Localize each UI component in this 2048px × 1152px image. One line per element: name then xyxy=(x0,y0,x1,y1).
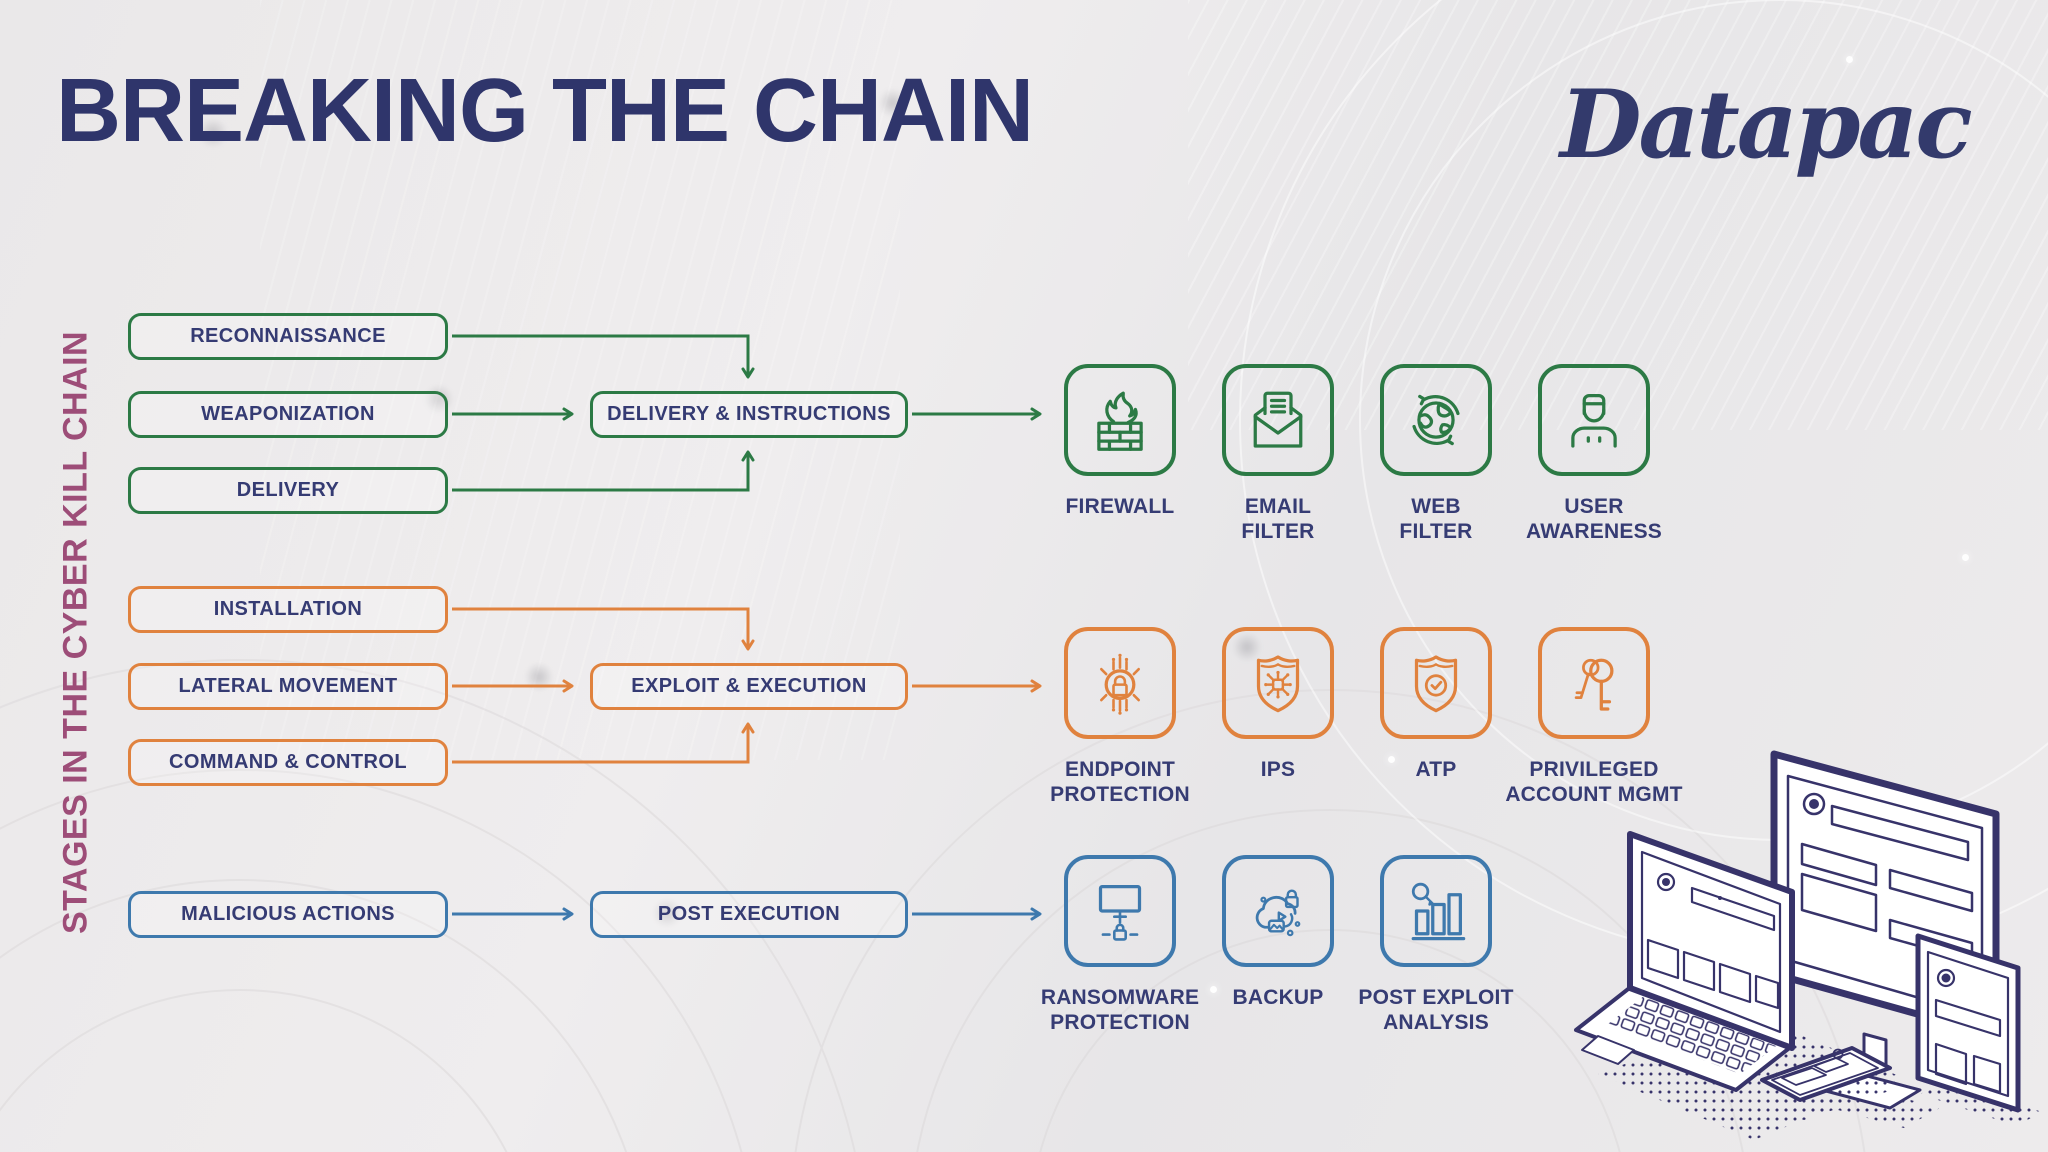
solution-tile-backup xyxy=(1222,855,1334,967)
sparkle-dot xyxy=(1388,756,1395,763)
tablet-shadow xyxy=(1920,1080,2042,1126)
user-awareness-icon xyxy=(1571,394,1617,448)
kill-chain-axis-label: STAGES IN THE CYBER KILL CHAIN xyxy=(56,330,95,934)
phone-icon xyxy=(1760,1046,1892,1102)
endpoint-protection-icon xyxy=(1100,653,1140,715)
stage-label: COMMAND & CONTROL xyxy=(169,751,407,773)
solution-tile-web-filter xyxy=(1380,364,1492,476)
monitor-shadow xyxy=(1794,1078,1940,1128)
stage-label: LATERAL MOVEMENT xyxy=(178,675,398,697)
datapac-logo: Datapac xyxy=(1560,70,1973,180)
solution-label-backup: BACKUP xyxy=(1232,986,1324,1009)
page-title: BREAKING THE CHAIN xyxy=(56,61,1034,161)
solution-tile-privileged-account-mgmt xyxy=(1538,627,1650,739)
solution-tile-email-filter xyxy=(1222,364,1334,476)
monitor-icon xyxy=(1770,750,2000,1040)
connector-arrow xyxy=(452,334,755,379)
stage-box-reconnaissance: RECONNAISSANCE xyxy=(128,313,448,360)
soft-dot xyxy=(524,662,554,692)
stage-label: DELIVERY xyxy=(236,479,340,501)
stage-box-lateral-movement: LATERAL MOVEMENT xyxy=(128,663,448,710)
stage-label: RECONNAISSANCE xyxy=(190,325,386,347)
laptop-icon xyxy=(1574,984,1794,1092)
hub-box-post-execution: POST EXECUTION xyxy=(590,891,908,938)
firewall-icon xyxy=(1097,391,1143,451)
sparkle-dot xyxy=(1210,986,1217,993)
soft-dot xyxy=(652,898,682,928)
email-filter-icon xyxy=(1253,391,1303,448)
solution-label-ips: IPS xyxy=(1260,758,1296,781)
solution-tile-endpoint-protection xyxy=(1064,627,1176,739)
soft-dot xyxy=(878,88,908,118)
laptop-shadow xyxy=(1598,1016,1904,1140)
solution-tile-user-awareness xyxy=(1538,364,1650,476)
connector-arrow xyxy=(452,722,755,764)
stage-label: WEAPONIZATION xyxy=(201,403,375,425)
stage-label: MALICIOUS ACTIONS xyxy=(181,903,395,925)
hub-label: EXPLOIT & EXECUTION xyxy=(631,675,867,697)
post-exploit-analysis-icon xyxy=(1411,882,1466,941)
sparkle-dot xyxy=(1846,56,1853,63)
phone-shadow xyxy=(1766,1070,1898,1120)
solution-tile-atp xyxy=(1380,627,1492,739)
soft-dot xyxy=(198,118,228,148)
connector-arrow xyxy=(452,607,755,651)
stage-box-malicious-actions: MALICIOUS ACTIONS xyxy=(128,891,448,938)
solution-tile-post-exploit-analysis xyxy=(1380,855,1492,967)
hub-label: POST EXECUTION xyxy=(657,903,841,925)
stage-label: INSTALLATION xyxy=(213,598,363,620)
solution-label-atp: ATP xyxy=(1415,758,1457,781)
tablet-icon xyxy=(1915,933,2021,1113)
hub-label: DELIVERY & INSTRUCTIONS xyxy=(607,403,891,425)
solution-label-firewall: FIREWALL xyxy=(1065,495,1175,518)
devices-illustration xyxy=(1574,750,2042,1140)
hub-box-exploit-execution: EXPLOIT & EXECUTION xyxy=(590,663,908,710)
solution-tile-ransomware-protection xyxy=(1064,855,1176,967)
web-filter-icon xyxy=(1412,394,1460,446)
solution-tile-firewall xyxy=(1064,364,1176,476)
privileged-account-mgmt-icon xyxy=(1574,658,1614,711)
stage-box-weaponization: WEAPONIZATION xyxy=(128,391,448,438)
solution-tile-ips xyxy=(1222,627,1334,739)
ransomware-protection-icon xyxy=(1098,885,1142,941)
backup-icon xyxy=(1255,889,1301,937)
connector-arrow xyxy=(452,450,755,492)
stage-box-command-control: COMMAND & CONTROL xyxy=(128,739,448,786)
stage-box-installation: INSTALLATION xyxy=(128,586,448,633)
ips-icon xyxy=(1256,655,1300,713)
atp-icon xyxy=(1414,655,1458,713)
sparkle-dot xyxy=(1962,554,1969,561)
hub-box-delivery-instructions: DELIVERY & INSTRUCTIONS xyxy=(590,391,908,438)
stage-box-delivery: DELIVERY xyxy=(128,467,448,514)
